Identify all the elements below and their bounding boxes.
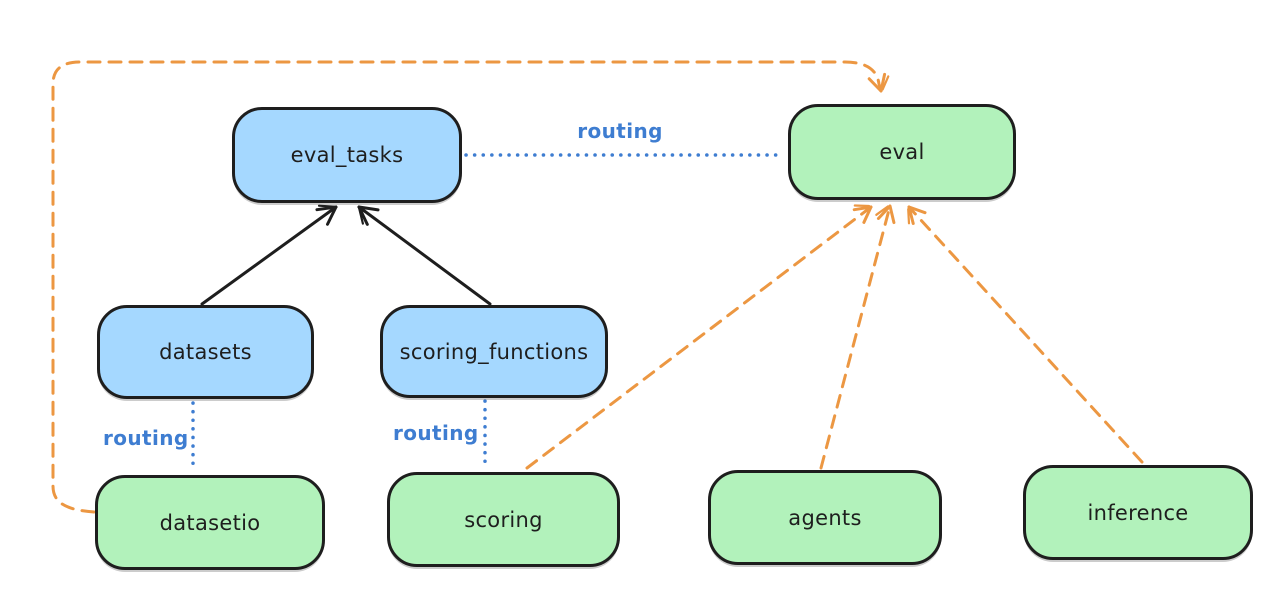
edge-scoring-functions-to-eval-tasks: [357, 205, 492, 306]
node-inference-label: inference: [1087, 500, 1189, 525]
node-agents-label: agents: [788, 505, 862, 530]
node-scoring-functions-label: scoring_functions: [399, 339, 589, 364]
node-eval-label: eval: [879, 140, 925, 164]
node-eval-tasks: eval_tasks: [232, 107, 462, 203]
node-scoring-label: scoring: [464, 507, 543, 532]
node-eval-tasks-label: eval_tasks: [290, 143, 404, 167]
node-datasetio-label: datasetio: [159, 510, 261, 535]
node-datasets-label: datasets: [159, 340, 252, 364]
node-datasetio: datasetio: [95, 475, 325, 570]
edge-label-routing-middle: routing: [393, 421, 479, 445]
edge-scoring-to-eval: [525, 204, 873, 470]
edge-label-routing-left: routing: [103, 426, 189, 450]
node-scoring-functions: scoring_functions: [380, 305, 608, 398]
edge-agents-to-eval: [819, 204, 896, 470]
node-datasets: datasets: [97, 305, 314, 399]
edge-datasetio-to-eval: [51, 60, 890, 514]
edge-label-routing-top: routing: [577, 119, 663, 143]
node-eval: eval: [788, 104, 1016, 200]
edge-datasets-to-eval-tasks: [200, 204, 338, 306]
node-scoring: scoring: [387, 472, 620, 567]
edge-inference-to-eval: [907, 205, 1144, 464]
node-inference: inference: [1023, 465, 1253, 560]
node-agents: agents: [708, 470, 942, 565]
